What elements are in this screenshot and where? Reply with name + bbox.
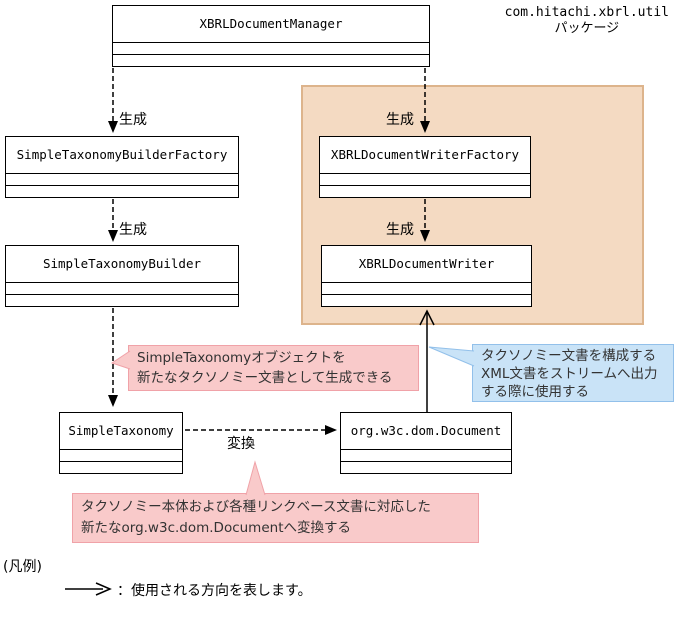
legend-description: ：使用される方向を表します。	[117, 583, 312, 599]
legend-arrow	[65, 582, 112, 596]
attributes-compartment	[113, 43, 429, 54]
class-name: org.w3c.dom.Document	[341, 413, 511, 450]
attributes-compartment	[6, 174, 238, 185]
generate-arrow-manager-to-builder-factory	[108, 68, 118, 133]
generate-label-writer-factory-to-writer: 生成	[386, 222, 414, 238]
note-line: タクソノミー文書を構成する	[481, 348, 657, 364]
note-line: 新たなタクソノミー文書として生成できる	[137, 370, 393, 386]
note-document-convert: タクソノミー本体および各種リンクベース文書に対応した 新たなorg.w3c.do…	[72, 493, 479, 543]
convert-label: 変換	[227, 436, 255, 452]
note-line: 新たなorg.w3c.dom.Documentへ変換する	[81, 520, 351, 536]
attributes-compartment	[320, 174, 530, 185]
package-label: com.hitachi.xbrl.util パッケージ	[505, 5, 669, 37]
methods-compartment	[320, 185, 530, 197]
class-name: XBRLDocumentWriter	[322, 246, 531, 283]
note-pointer-writer-usage	[428, 346, 475, 367]
generate-arrow-builder-factory-to-builder	[108, 199, 118, 242]
generate-label-builder-factory-to-builder: 生成	[119, 222, 147, 238]
usage-line-document-to-writer	[419, 309, 435, 412]
package-name-suffix: パッケージ	[554, 21, 620, 36]
attributes-compartment	[322, 283, 531, 294]
class-xbrl-document-writer-factory: XBRLDocumentWriterFactory	[319, 136, 531, 198]
class-simple-taxonomy-builder-factory: SimpleTaxonomyBuilderFactory	[5, 136, 239, 198]
note-writer-usage: タクソノミー文書を構成する XML文書をストリームへ出力 する際に使用する	[472, 344, 674, 402]
class-name: SimpleTaxonomyBuilderFactory	[6, 137, 238, 174]
legend-title: (凡例)	[3, 559, 42, 575]
class-name: SimpleTaxonomy	[60, 413, 182, 450]
class-name: XBRLDocumentWriterFactory	[320, 137, 530, 174]
note-line: XML文書をストリームへ出力	[481, 366, 658, 382]
note-line: SimpleTaxonomyオブジェクトを	[137, 350, 346, 366]
note-taxonomy-generate: SimpleTaxonomyオブジェクトを 新たなタクソノミー文書として生成でき…	[128, 345, 419, 391]
class-name: SimpleTaxonomyBuilder	[6, 246, 238, 283]
class-name: XBRLDocumentManager	[113, 6, 429, 43]
class-xbrl-document-manager: XBRLDocumentManager	[112, 5, 430, 67]
note-pointer-document-convert	[245, 460, 266, 496]
methods-compartment	[113, 54, 429, 66]
class-xbrl-document-writer: XBRLDocumentWriter	[321, 245, 532, 307]
convert-arrow-simple-taxonomy-to-document	[185, 425, 337, 435]
methods-compartment	[341, 461, 511, 473]
class-simple-taxonomy-builder: SimpleTaxonomyBuilder	[5, 245, 239, 307]
methods-compartment	[6, 185, 238, 197]
class-simple-taxonomy: SimpleTaxonomy	[59, 412, 183, 474]
generate-label-manager-to-builder-factory: 生成	[119, 112, 147, 128]
attributes-compartment	[341, 450, 511, 461]
arrow-builder-to-simple-taxonomy	[108, 308, 118, 407]
note-line: する際に使用する	[481, 384, 589, 400]
note-line: タクソノミー本体および各種リンクベース文書に対応した	[81, 499, 431, 515]
attributes-compartment	[6, 283, 238, 294]
package-name: com.hitachi.xbrl.util	[504, 5, 669, 20]
generate-label-manager-to-writer-factory: 生成	[386, 112, 414, 128]
methods-compartment	[6, 294, 238, 306]
methods-compartment	[322, 294, 531, 306]
class-org-w3c-dom-document: org.w3c.dom.Document	[340, 412, 512, 474]
methods-compartment	[60, 461, 182, 473]
attributes-compartment	[60, 450, 182, 461]
